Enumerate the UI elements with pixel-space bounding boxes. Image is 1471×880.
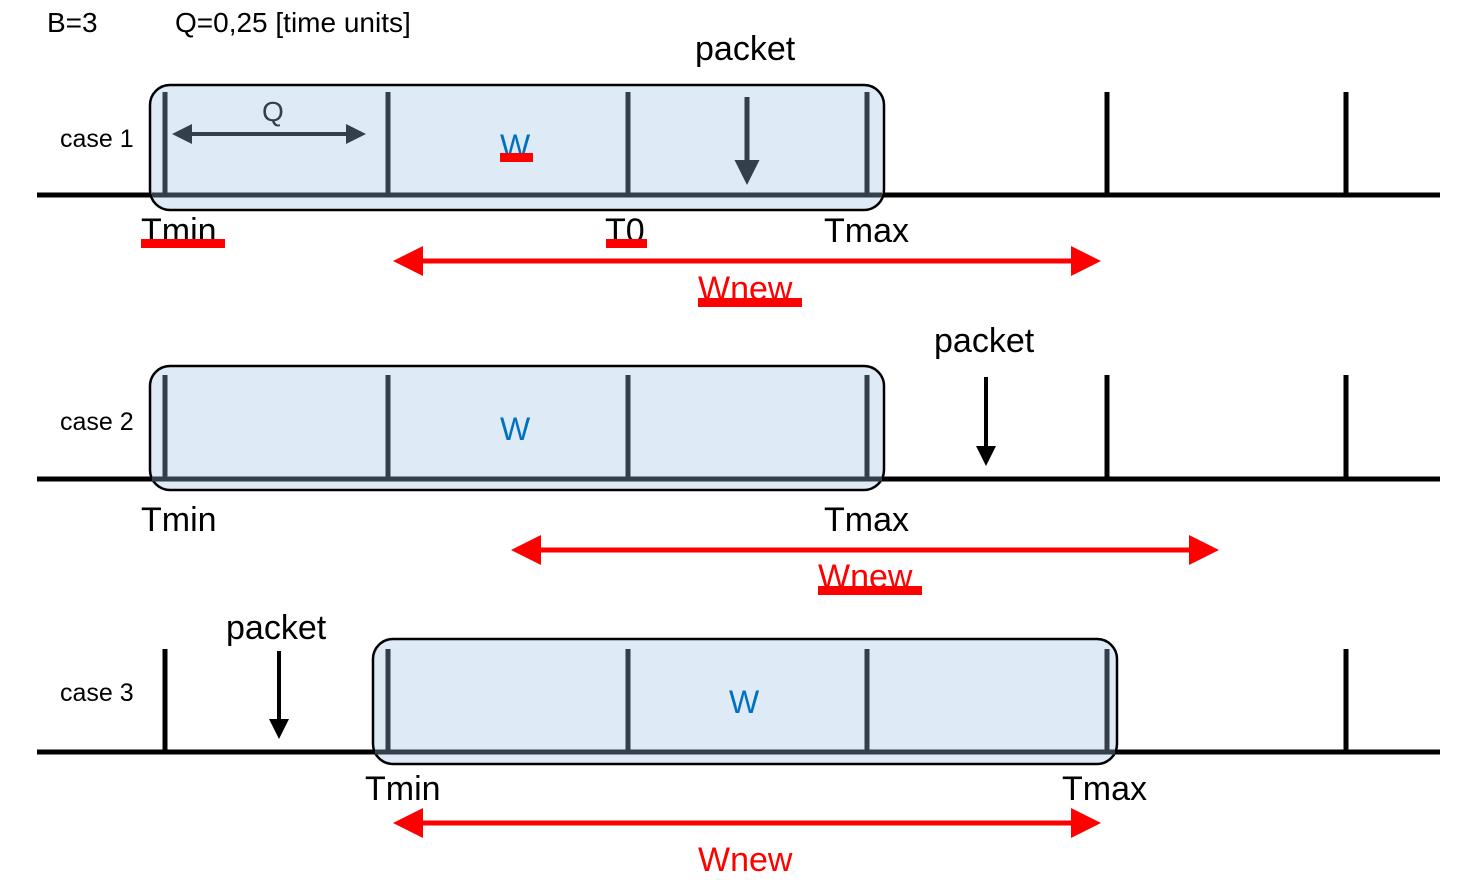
case-2-window-w (148, 364, 886, 492)
case-2-w-label: W (500, 411, 531, 447)
t0-underline-highlight (606, 239, 647, 248)
case-2-tmax-label: Tmax (824, 501, 909, 539)
q-label: Q (262, 96, 284, 127)
case-3-tmax-label: Tmax (1062, 770, 1147, 808)
q-parameter-label: Q=0,25 [time units] (175, 7, 411, 38)
case-2-tmin-label: Tmin (141, 501, 217, 539)
case-1-group: case 1 Q W packet Tmin T0 Tmax Wnew (37, 30, 1440, 308)
case-1-tmax-label: Tmax (824, 212, 909, 250)
case-1-packet-label: packet (695, 30, 796, 68)
case-3-tmin-label: Tmin (365, 770, 441, 808)
case-1-label: case 1 (60, 125, 134, 153)
case-3-window-w (371, 637, 1119, 766)
case-2-packet-label: packet (934, 322, 1035, 360)
b-parameter-label: B=3 (47, 7, 98, 38)
case-2-group: case 2 W packet Tmin Tmax Wnew (37, 322, 1440, 596)
case-3-label: case 3 (60, 679, 134, 707)
wnew-underline-highlight (698, 298, 802, 307)
case-2-label: case 2 (60, 408, 134, 436)
w-underline-highlight (500, 153, 533, 162)
case-3-wnew-label: Wnew (698, 841, 793, 879)
case-3-w-label: W (729, 684, 760, 720)
case-1-window-w (148, 83, 886, 212)
case-3-group: case 3 W packet Tmin Tmax Wnew (37, 609, 1440, 879)
case-3-packet-label: packet (226, 609, 327, 647)
tmin-underline-highlight (141, 239, 225, 248)
wnew-underline-highlight (818, 586, 922, 595)
